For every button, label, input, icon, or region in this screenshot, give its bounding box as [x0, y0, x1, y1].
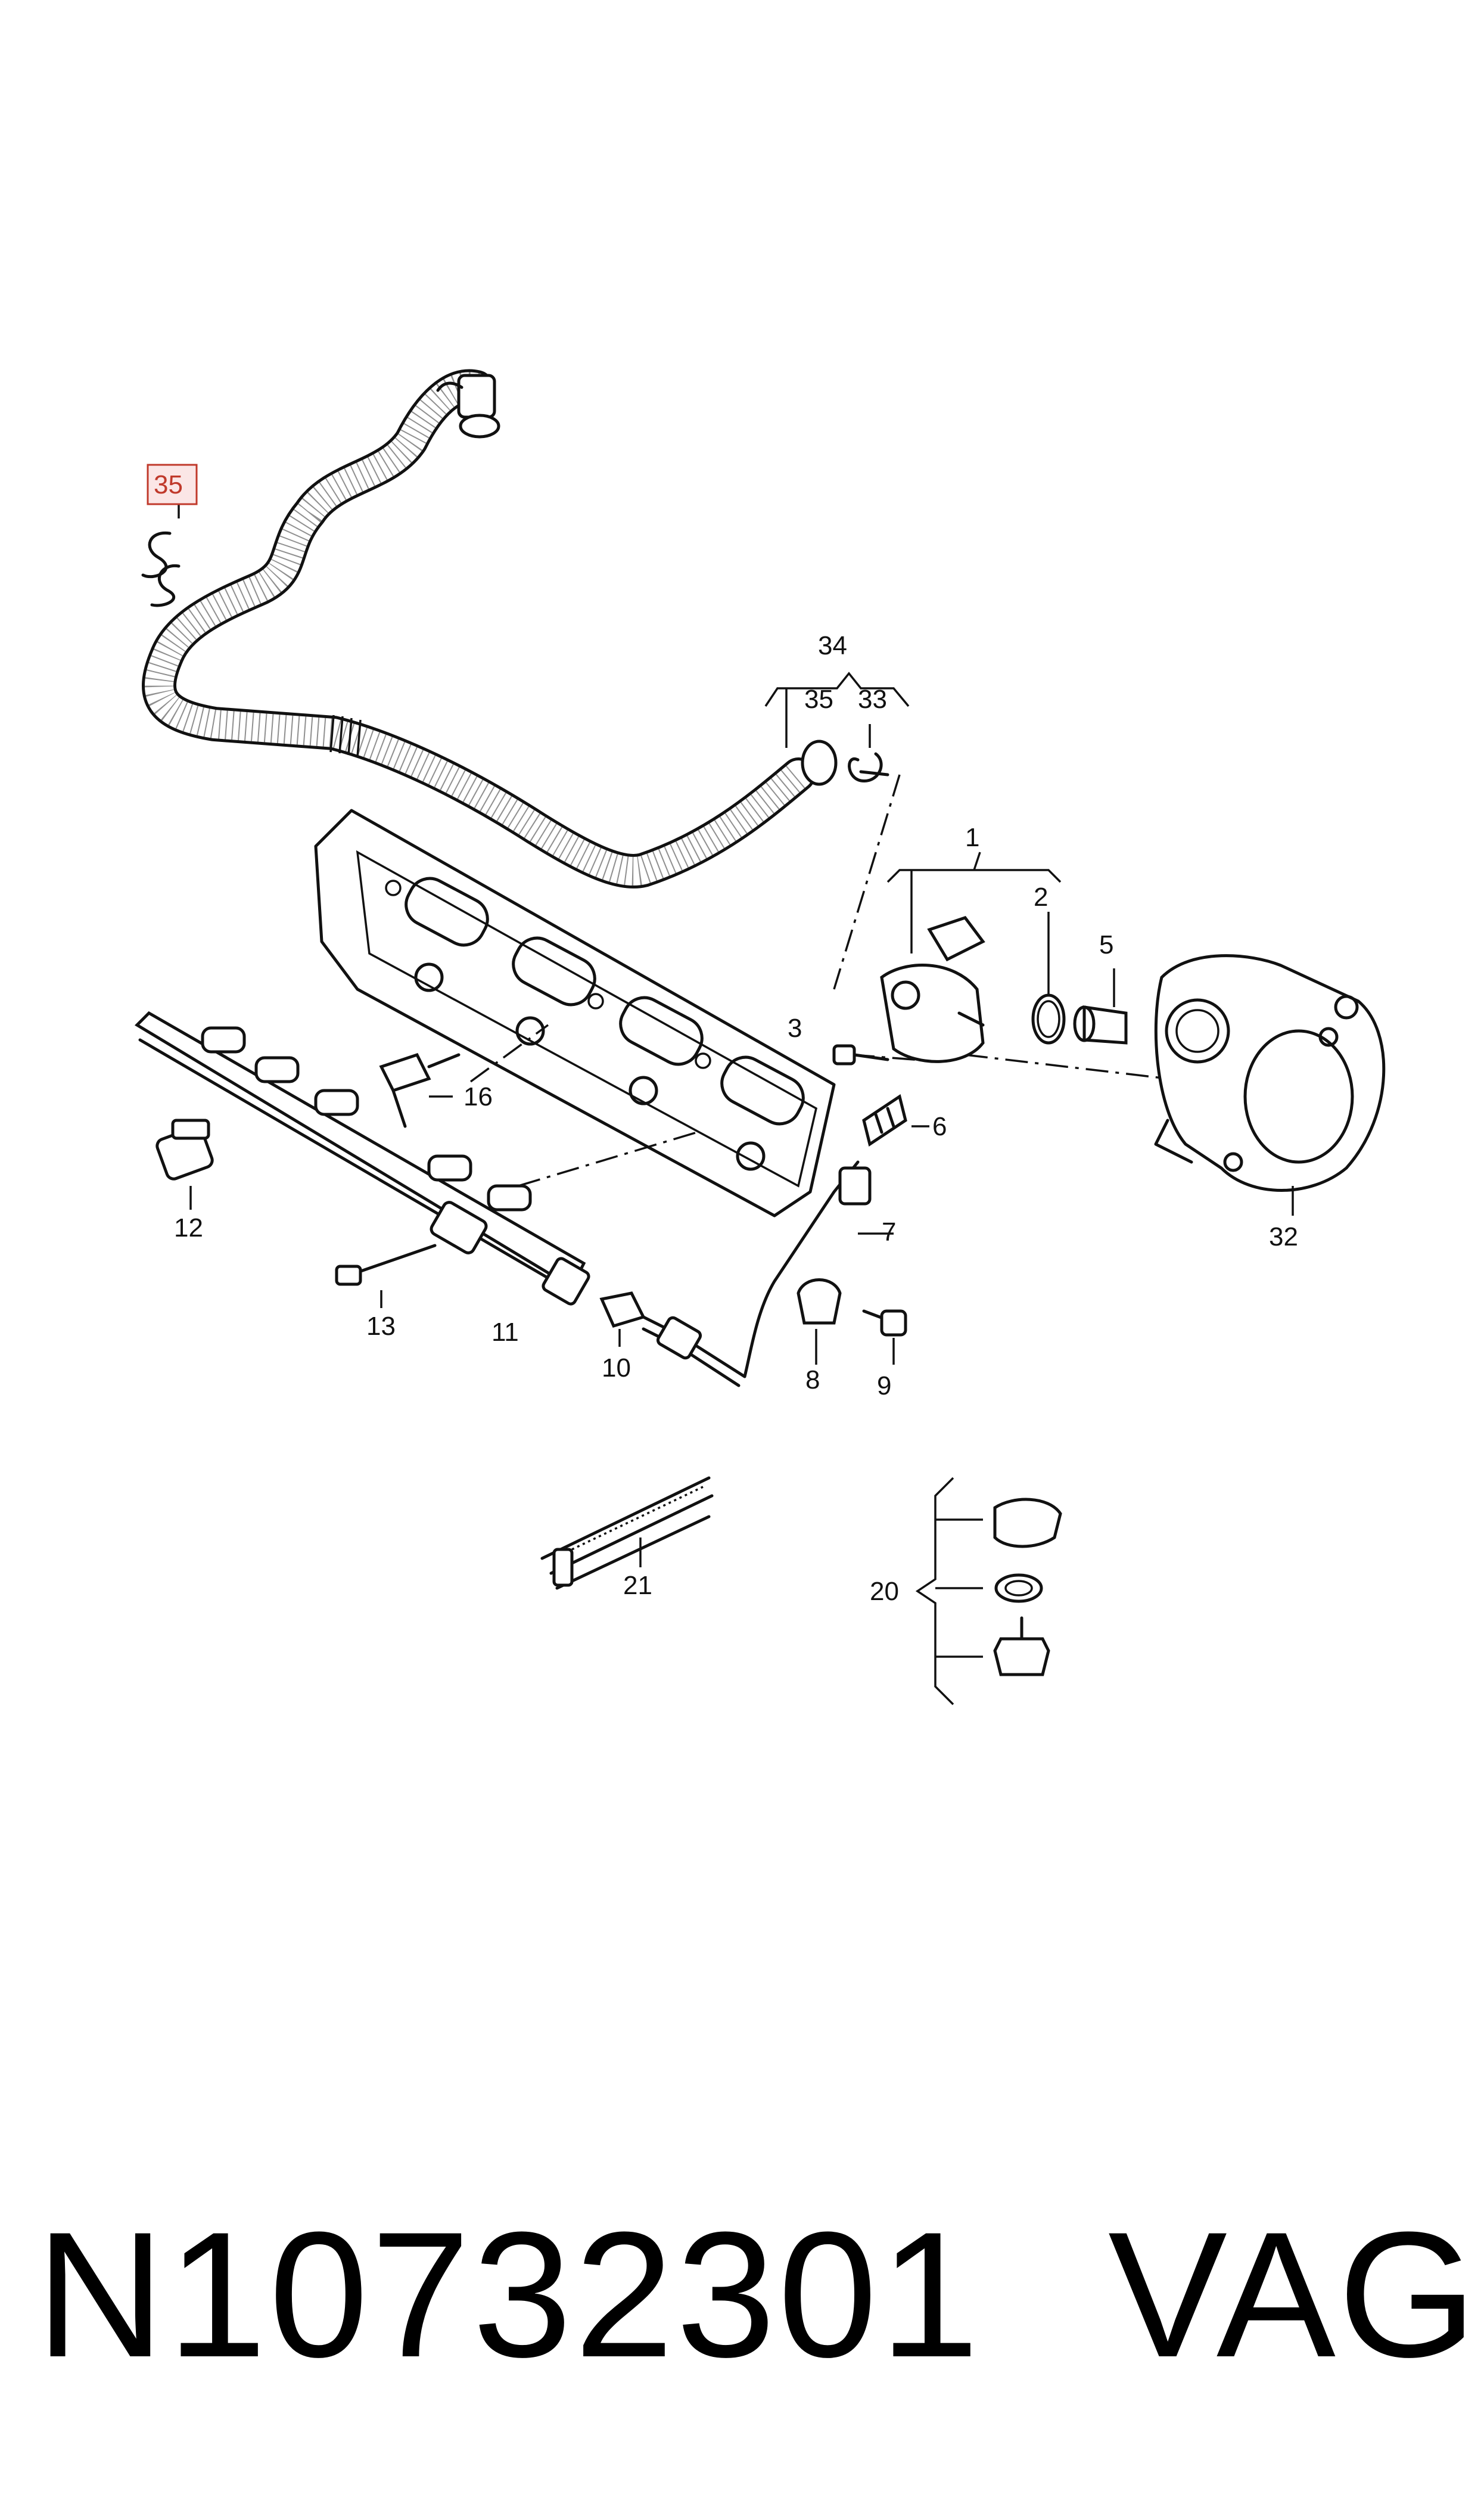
vacuum-pump-32 [1154, 954, 1386, 1216]
repair-kit-20 [915, 1477, 1062, 1706]
callout-20: 20 [870, 1577, 899, 1606]
hose-clip-35 [141, 501, 181, 607]
callout-32: 32 [1269, 1222, 1298, 1251]
o-ring-2 [1031, 912, 1066, 1045]
callout-6: 6 [932, 1112, 947, 1141]
callout-12: 12 [174, 1213, 203, 1243]
brand-name: VAG [1108, 2194, 1480, 2394]
callout-33: 33 [858, 685, 887, 714]
group-bracket-34 [764, 672, 910, 748]
callout-9: 9 [877, 1371, 891, 1400]
bracket-8 [797, 1278, 842, 1365]
callout-35: 35 [804, 685, 833, 714]
cylinder-head-section [314, 809, 836, 1217]
callout-21: 21 [623, 1571, 652, 1600]
assembly-line-rail [518, 1131, 698, 1187]
fuel-rail [134, 1011, 590, 1306]
fitting-10 [599, 1291, 646, 1347]
callout-13: 13 [366, 1312, 396, 1341]
callout-5: 5 [1099, 930, 1113, 959]
callout-35-highlight: 35 [154, 470, 183, 499]
fuel-pipe-7 [642, 1160, 894, 1387]
bolt-9 [862, 1309, 907, 1365]
bolt-3 [832, 1044, 889, 1066]
callout-11: 11 [491, 1318, 519, 1347]
fitting-6 [862, 1094, 929, 1147]
bolt-13 [335, 1244, 437, 1308]
callout-8: 8 [805, 1365, 820, 1394]
callout-10: 10 [602, 1353, 631, 1383]
roller-tappet-5 [1073, 968, 1128, 1045]
breather-hose [142, 369, 838, 889]
high-pressure-pump-1 [880, 852, 1062, 1063]
assembly-line-pump [965, 1054, 1168, 1080]
highlight-box-35 [147, 464, 198, 505]
callout-3: 3 [788, 1014, 802, 1043]
callout-34: 34 [818, 631, 847, 660]
cable-ties-21 [540, 1476, 714, 1590]
part-number: N10732301 [36, 2194, 982, 2394]
callout-7: 7 [882, 1217, 896, 1247]
callout-2: 2 [1034, 883, 1048, 912]
hose-clip-33 [848, 724, 889, 782]
assembly-line-clip [833, 774, 901, 990]
callout-16: 16 [463, 1082, 493, 1111]
assembly-line-injector [469, 1024, 549, 1083]
callout-labels: 35 34 35 33 1 2 5 3 16 6 12 7 32 13 11 1… [147, 464, 1298, 1606]
pressure-sensor-12 [155, 1119, 214, 1210]
callout-1: 1 [965, 823, 979, 852]
injector-16 [379, 1052, 461, 1128]
